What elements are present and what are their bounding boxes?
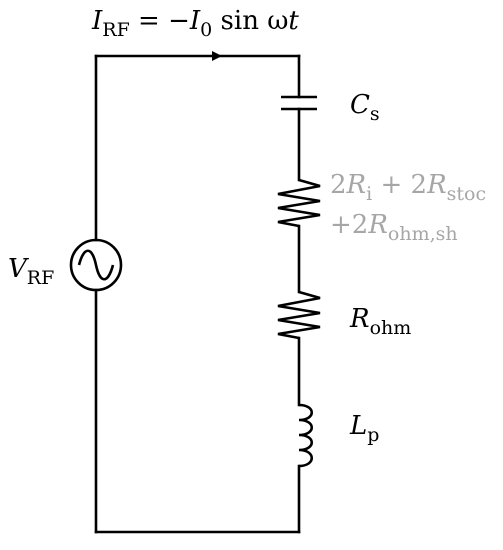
sine-function: sin ω	[220, 6, 289, 36]
current-subscript: RF	[102, 19, 130, 41]
capacitor-subscript: s	[369, 103, 380, 125]
amplitude-subscript: 0	[200, 19, 213, 41]
ac-source-icon	[69, 238, 123, 292]
capacitor-label: Cs	[350, 90, 380, 124]
resistor-2-symbol: R	[350, 304, 370, 334]
resistor-1-label-line1: 2Ri + 2Rstoc	[330, 170, 486, 204]
inductor-label: Lp	[350, 411, 379, 445]
source-symbol: V	[8, 254, 27, 284]
resistor-2-label: Rohm	[350, 304, 411, 338]
resistor-1-sub-ohmsh: ohm,sh	[387, 223, 458, 245]
source-label: VRF	[8, 254, 54, 288]
resistor-1-coef: 2	[330, 170, 347, 200]
time-symbol: t	[288, 6, 299, 36]
amplitude-symbol: I	[189, 6, 201, 36]
resistor-1-symbol-ohmsh: R	[368, 210, 388, 240]
current-equals: = −	[138, 6, 190, 36]
current-symbol: I	[92, 6, 103, 36]
capacitor-symbol: C	[350, 90, 370, 120]
inductor-subscript: p	[367, 424, 380, 446]
inductor-symbol: L	[350, 411, 368, 441]
inductor-icon	[298, 403, 314, 468]
resistor-1-plus: + 2	[380, 170, 428, 200]
resistor-1-symbol-i: R	[346, 170, 367, 200]
resistor-1-sub-stoc: stoc	[446, 183, 487, 205]
resistor-2-icon	[277, 290, 321, 340]
resistor-1-symbol-stoc: R	[427, 170, 447, 200]
sine-wave-icon	[77, 249, 115, 281]
source-subscript: RF	[26, 267, 55, 289]
resistor-1-plus2: +2	[330, 210, 369, 240]
resistor-2-subscript: ohm	[369, 317, 412, 339]
resistor-1-icon	[277, 178, 321, 228]
current-label: IRF = −I0 sin ωt	[92, 6, 299, 40]
capacitor-icon	[281, 95, 317, 111]
resistor-1-label-line2: +2Rohm,sh	[330, 210, 458, 244]
resistor-1-sub-i: i	[366, 183, 373, 205]
current-arrow-icon	[212, 51, 222, 61]
